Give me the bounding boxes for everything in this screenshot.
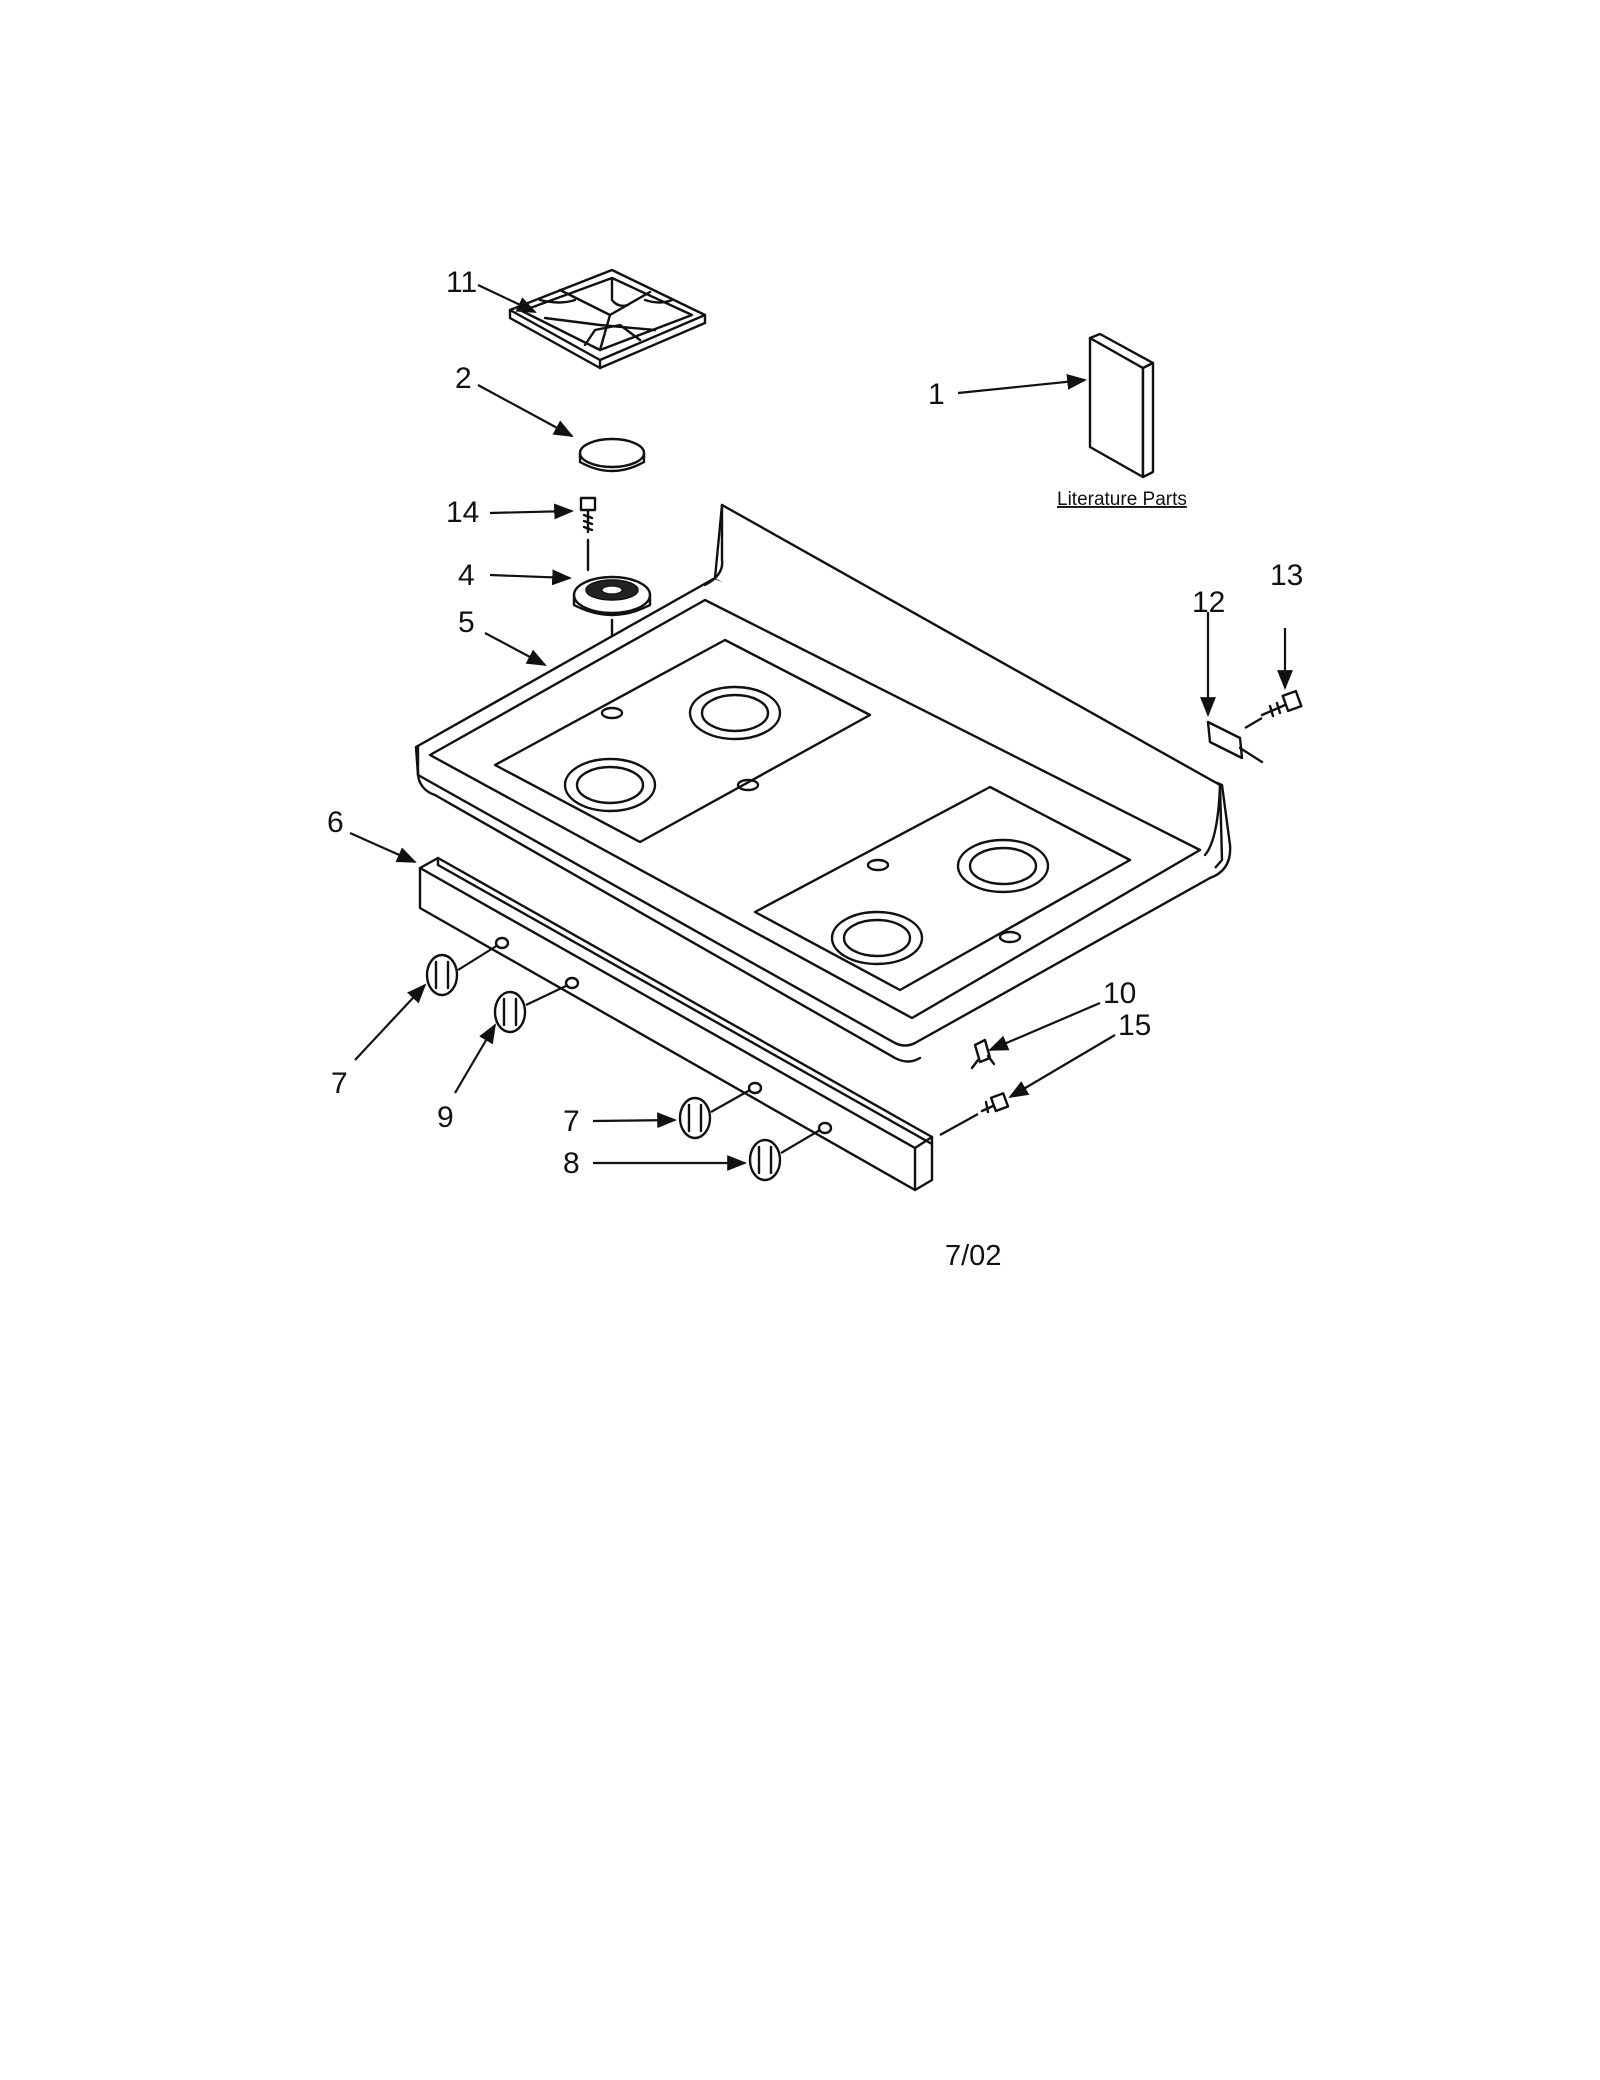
knob-8 (748, 1129, 821, 1182)
control-panel (418, 856, 934, 1192)
callout-5: 5 (458, 606, 475, 639)
leader-9 (454, 1023, 497, 1094)
bracket-12 (1206, 720, 1264, 764)
callout-11: 11 (446, 266, 477, 299)
leader-15 (1008, 1034, 1116, 1099)
burner-grate (508, 268, 707, 370)
literature-booklet (1088, 332, 1155, 479)
callout-7-left: 7 (331, 1067, 348, 1100)
literature-parts-label: Literature Parts (1057, 489, 1187, 510)
leader-5 (484, 632, 547, 666)
callout-12: 12 (1192, 586, 1225, 619)
knob-9 (493, 984, 569, 1034)
clip-10 (970, 1038, 996, 1070)
screw-15 (939, 1092, 1010, 1136)
leader-7a (354, 983, 427, 1061)
callout-4: 4 (458, 559, 475, 592)
callout-8: 8 (563, 1147, 580, 1180)
knob-7-left (425, 944, 499, 997)
date-code: 7/02 (945, 1240, 1001, 1272)
callout-7-right: 7 (563, 1105, 580, 1138)
leader-2 (477, 384, 574, 437)
screw-14 (579, 496, 597, 572)
leader-6 (349, 831, 417, 864)
callout-1: 1 (928, 378, 945, 411)
leader-1 (957, 373, 1087, 395)
leader-14 (489, 503, 574, 520)
leader-11 (477, 284, 537, 313)
callout-9: 9 (437, 1101, 454, 1134)
knob-7-right (678, 1089, 751, 1140)
callout-13: 13 (1270, 559, 1303, 592)
callout-10: 10 (1103, 977, 1136, 1010)
cooktop (414, 503, 1232, 1063)
burner-cap (578, 437, 646, 473)
callout-15: 15 (1118, 1009, 1151, 1042)
callout-2: 2 (455, 362, 472, 395)
callout-14: 14 (446, 496, 479, 529)
leader-10 (988, 1001, 1101, 1052)
burner-base (572, 575, 652, 762)
leader-4 (489, 569, 572, 586)
leader-7b (592, 1112, 677, 1129)
screw-13 (1244, 689, 1303, 729)
callout-6: 6 (327, 806, 344, 839)
